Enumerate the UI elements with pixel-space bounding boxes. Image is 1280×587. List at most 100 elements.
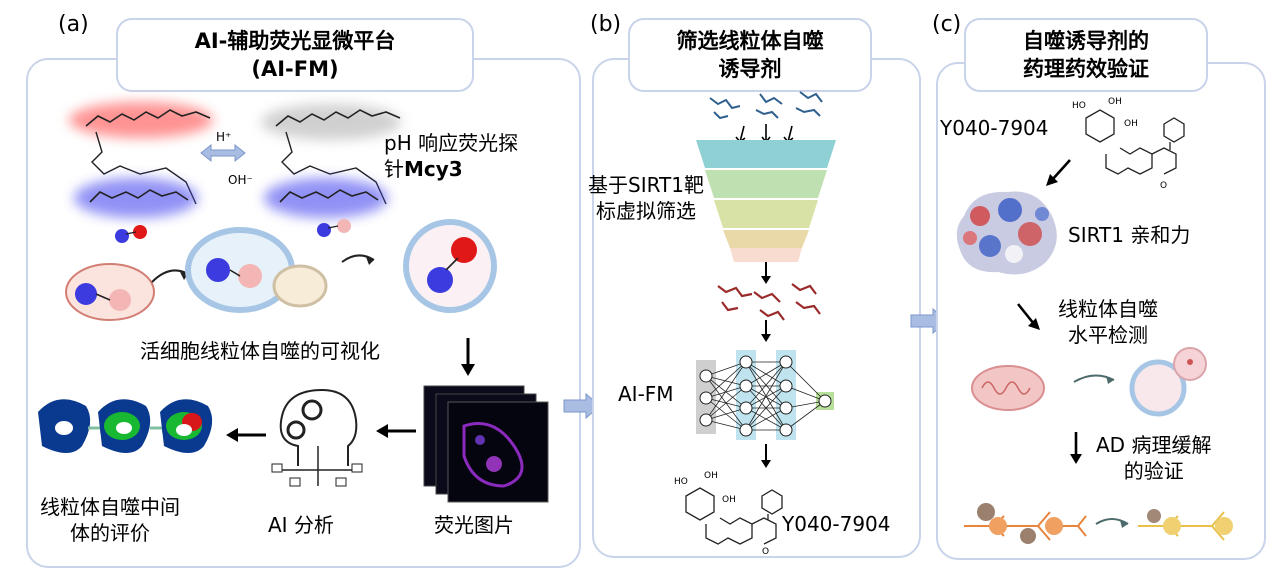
mito-arrow-c-head <box>1106 376 1114 384</box>
lysosome <box>272 264 328 308</box>
red-glow-left <box>69 102 213 138</box>
ai-node-4 <box>335 477 347 487</box>
right-linker <box>281 131 387 205</box>
fluorescence-images <box>423 385 549 503</box>
autophagosome-c <box>1129 359 1187 417</box>
nn-node <box>818 394 832 408</box>
nn-edge <box>705 407 747 421</box>
mitophagy-detect-illustration <box>971 347 1207 417</box>
probe-link-b <box>229 269 241 277</box>
nn-edge <box>705 419 747 431</box>
ai-node-3 <box>289 477 301 487</box>
arrow-down-c-head <box>1070 454 1082 464</box>
arrow-down-a <box>461 338 475 376</box>
arrow-diag-c1-shaft <box>1051 159 1071 181</box>
arrow-diag-c1-head <box>1046 174 1058 186</box>
nn-node <box>779 423 793 437</box>
lysosome-c-dot <box>1187 359 1193 365</box>
compound-c-label: Y040-7904 <box>940 116 1049 140</box>
left-dye-top <box>85 109 211 127</box>
nn-node <box>699 413 713 427</box>
screen-label: 基于SIRT1靶 标虚拟筛选 <box>588 172 704 224</box>
plaque-2 <box>1020 528 1036 544</box>
panel-c <box>936 62 1266 560</box>
left-linker <box>91 131 197 205</box>
plaque-1 <box>977 503 995 521</box>
nn-edges <box>705 361 826 431</box>
library-molecule-3 <box>795 91 823 117</box>
probe-red-c <box>451 237 477 263</box>
nn-edge <box>705 361 747 377</box>
cell-signal-dot-2 <box>475 435 485 445</box>
arrow-down-b2-head <box>761 334 771 342</box>
eval-label: 线粒体自噬中间 体的评价 <box>40 494 180 546</box>
arrow-left-a2-head <box>226 428 238 442</box>
panel-a-label: (a) <box>58 12 89 37</box>
nn-edge <box>785 361 826 402</box>
ad-label-line1: AD 病理缓解 <box>1096 433 1212 457</box>
b-o-label: O <box>762 547 769 557</box>
arrow-diag-c2-shaft <box>1016 303 1036 325</box>
ai-gear-1 <box>301 399 323 421</box>
left-dot-link <box>125 231 137 235</box>
ai-label: AI 分析 <box>268 513 334 537</box>
neuron-sick-1-body <box>989 517 1007 535</box>
screen-label-line1: 基于SIRT1靶 <box>588 173 704 197</box>
nn-edge <box>785 400 826 431</box>
nn-node <box>739 379 753 393</box>
ai-head-icon <box>271 388 363 487</box>
nn-edge <box>785 400 826 409</box>
arrow-left-a1-head <box>376 424 388 438</box>
affinity-label: SIRT1 亲和力 <box>1068 223 1191 247</box>
arrow-down-b1-head <box>761 276 771 284</box>
h-plus-label: H⁺ <box>216 130 231 144</box>
arrow-down-b1 <box>761 262 771 284</box>
recovery-arrow-head <box>1120 520 1128 528</box>
nn-node <box>699 391 713 405</box>
probe-link-c <box>445 257 459 271</box>
nn-edge <box>745 361 787 431</box>
cell-evaluation <box>38 399 213 453</box>
images-label: 荧光图片 <box>434 513 514 537</box>
arrow-down-a-head <box>461 364 475 376</box>
mito-c <box>971 365 1045 411</box>
panel-a-title-line1: AI-辅助荧光显微平台 <box>194 29 396 53</box>
protein-patch-red-1 <box>970 206 990 226</box>
nn-edge <box>745 385 787 409</box>
panel-a-title-line2: (AI-FM) <box>251 57 339 81</box>
nn-node <box>779 401 793 415</box>
probe-blue-a <box>75 283 97 305</box>
cell-signal <box>462 422 524 488</box>
nn-edge <box>745 361 787 387</box>
nn-node <box>779 379 793 393</box>
protein-patch-blue-3 <box>1035 207 1049 221</box>
probe-structures: H⁺ OH⁻ <box>69 102 401 243</box>
arrow-diag-c2-head <box>1028 318 1040 330</box>
curve-arrow-2-head <box>366 257 374 265</box>
arrow-down-c <box>1070 432 1082 464</box>
b-sugar-ring <box>685 487 715 521</box>
ai-head-outline <box>279 388 358 466</box>
panel-b-title-line1: 筛选线粒体自噬 <box>676 29 824 53</box>
ad-label: AD 病理缓解 的验证 <box>1096 432 1211 484</box>
right-dye-top <box>275 109 401 127</box>
probe-label-line1: pH 响应荧光探 <box>384 131 519 155</box>
nn-edge <box>785 385 826 402</box>
compound-library <box>709 91 823 143</box>
nn-edge <box>745 361 787 409</box>
nn-edge <box>705 361 747 399</box>
panel-c-title-line2: 药理药效验证 <box>1023 57 1149 81</box>
right-pink-dot <box>337 219 351 233</box>
recovery-arrow <box>1095 518 1129 525</box>
sirt1-protein <box>956 191 1057 275</box>
probe-blue-b <box>206 258 230 282</box>
b-lactone <box>751 517 777 545</box>
ad-label-line2: 的验证 <box>1123 459 1184 483</box>
arrow-left-a1 <box>376 424 416 438</box>
c-oh-label: OH <box>1108 97 1122 107</box>
protein-patch-blue-2 <box>979 235 1001 257</box>
c-lactone <box>1151 147 1177 175</box>
probe-blue-c <box>427 267 453 293</box>
oh-minus-label: OH⁻ <box>228 173 253 187</box>
